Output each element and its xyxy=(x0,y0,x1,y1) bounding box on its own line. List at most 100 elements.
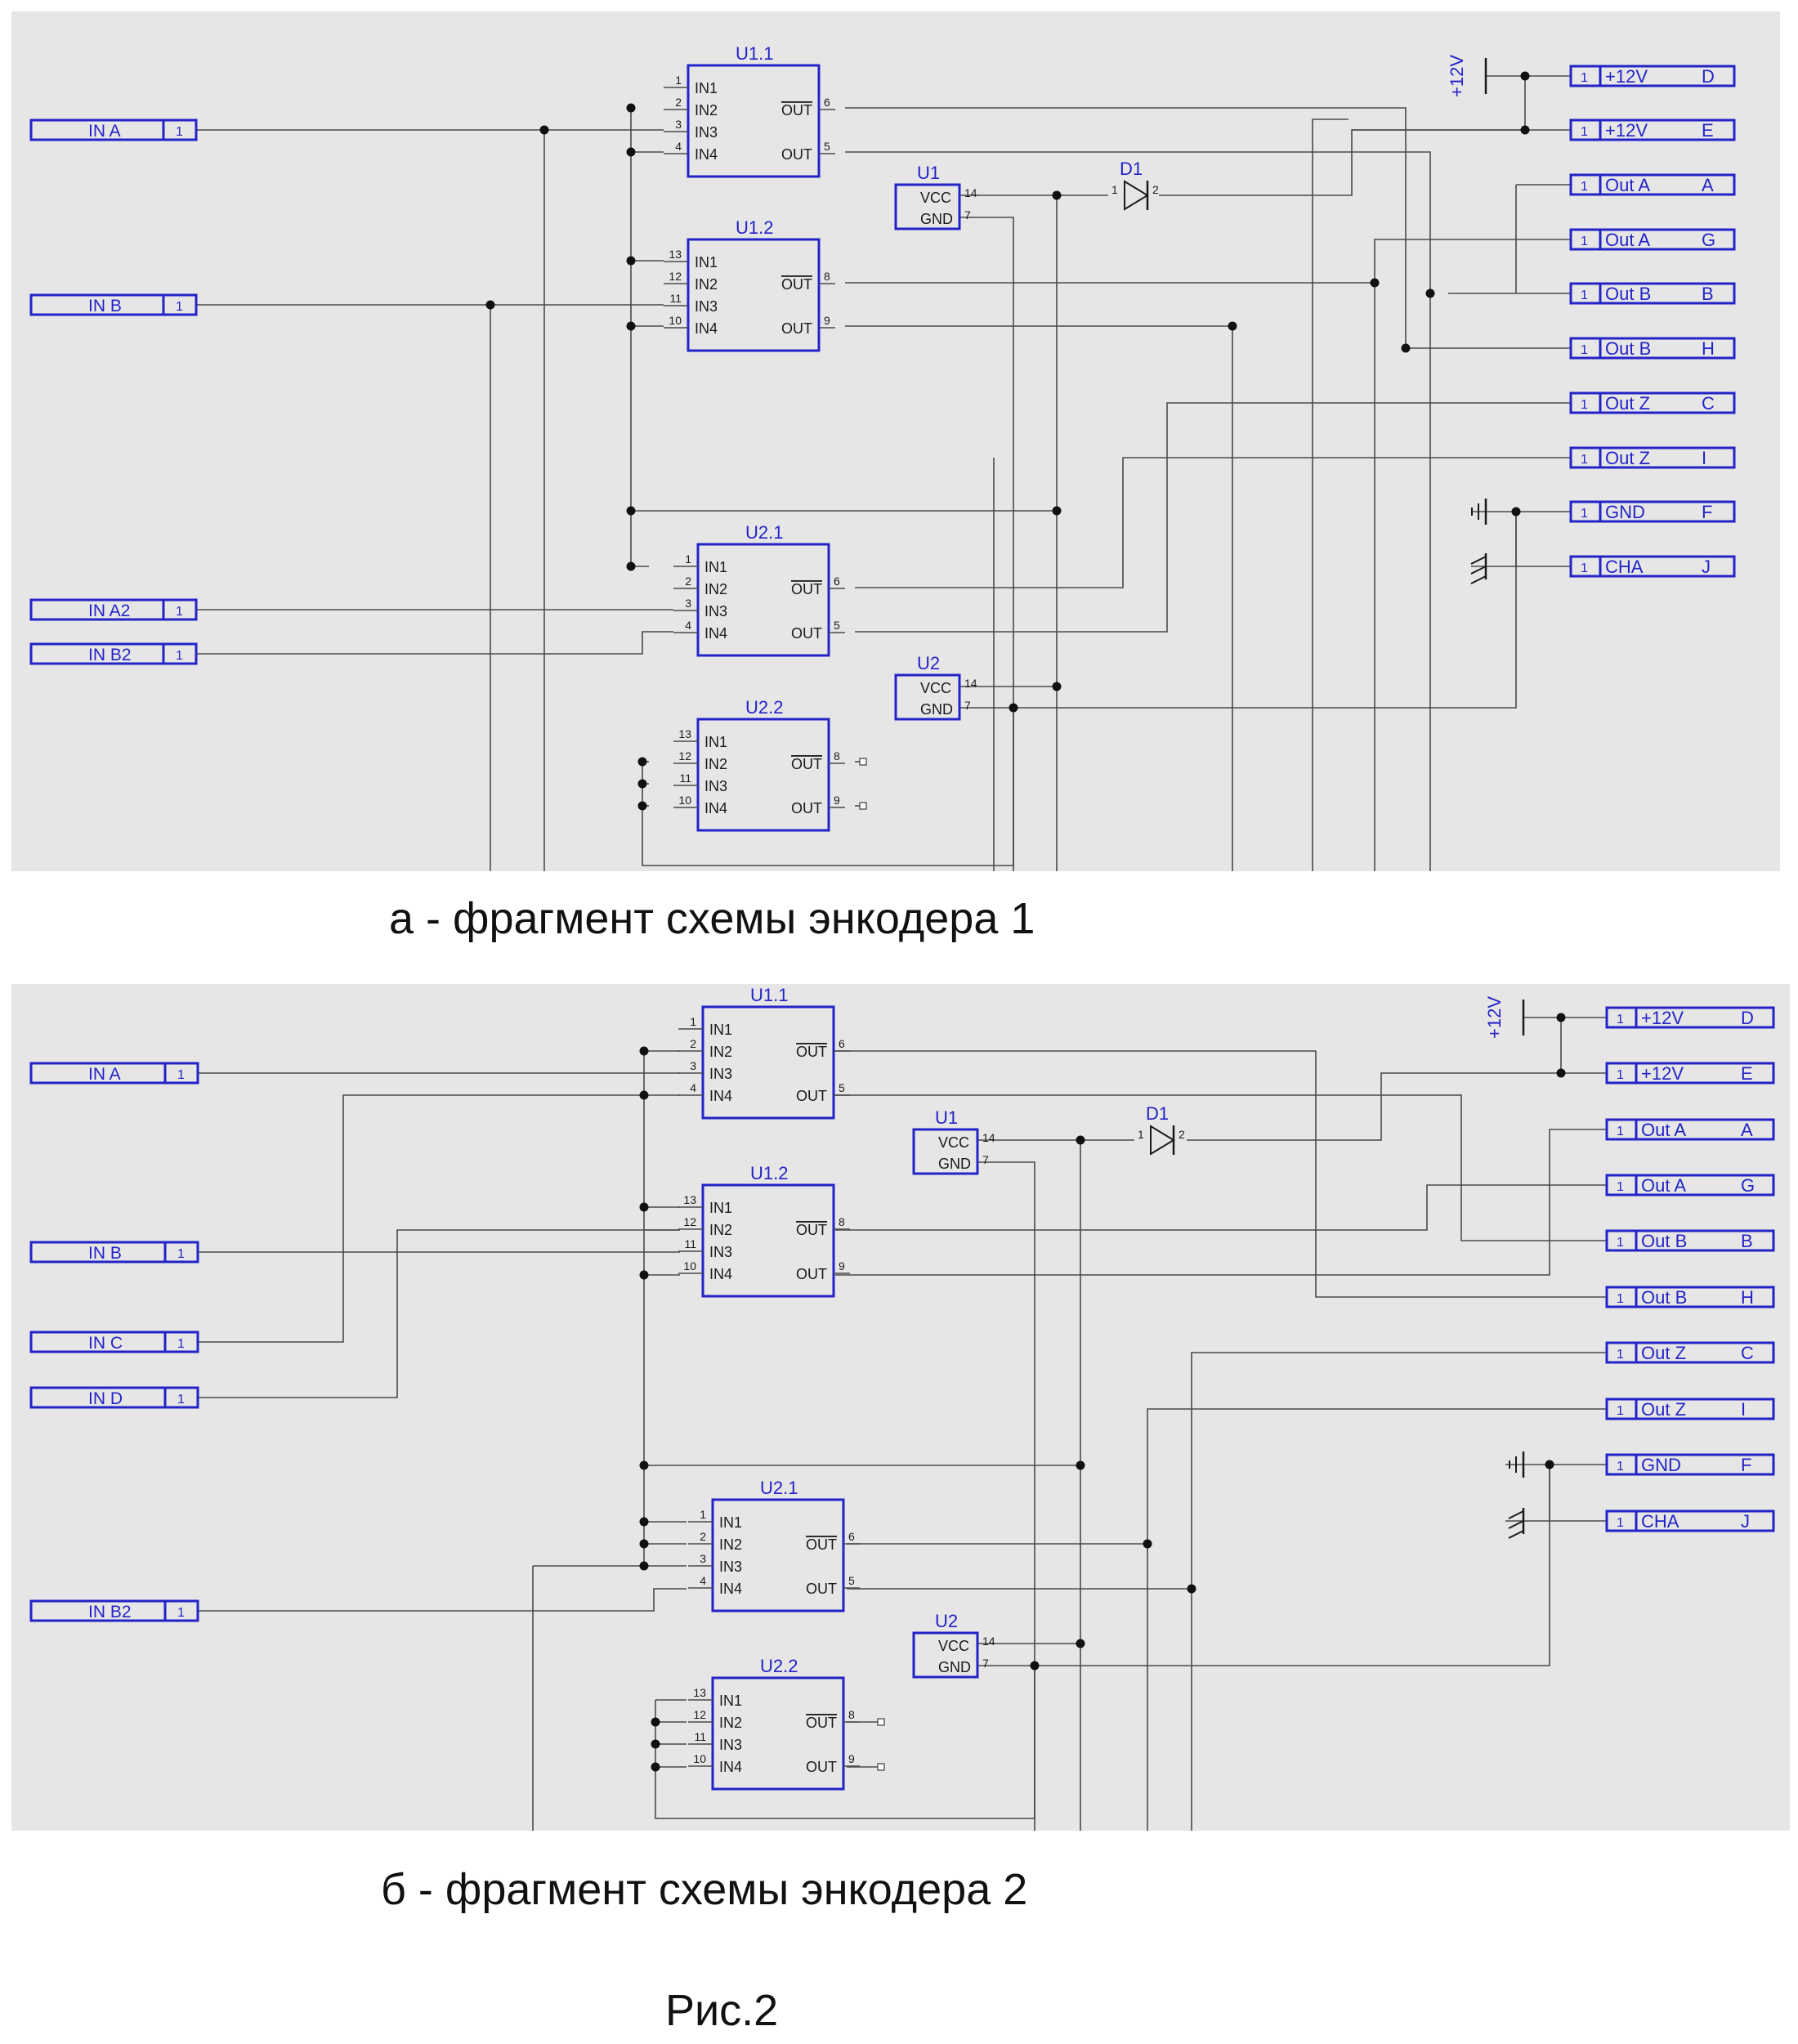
junction-dot xyxy=(651,1739,660,1749)
diode-pin2: 2 xyxy=(1179,1128,1185,1141)
gate-input-label: IN3 xyxy=(695,298,718,315)
gate-input-label: IN1 xyxy=(709,1200,732,1216)
input-pin: 1 xyxy=(177,1337,185,1351)
input-port-box xyxy=(29,119,198,141)
output-label: Out A xyxy=(1641,1120,1686,1140)
gate-pin-number: 13 xyxy=(683,1193,696,1206)
wire xyxy=(198,1094,680,1343)
input-pin: 1 xyxy=(177,1606,185,1620)
junction-dot xyxy=(639,1561,649,1571)
gate-input-label: IN3 xyxy=(719,1737,742,1753)
output-pin: 1 xyxy=(1617,1013,1624,1026)
junction-dot xyxy=(626,321,636,331)
gate-output-label: OUT xyxy=(796,1044,827,1060)
output-letter: E xyxy=(1702,120,1714,141)
output-label: CHA xyxy=(1641,1511,1679,1532)
wire xyxy=(845,151,1431,871)
wire xyxy=(845,107,1571,349)
gate-out-pin-number: 6 xyxy=(848,1530,855,1543)
gate-pin-number: 12 xyxy=(693,1708,706,1721)
gate-pin-number: 3 xyxy=(690,1059,696,1072)
chassis-hatch xyxy=(1508,1520,1524,1529)
gate-output-label: OUT xyxy=(796,1222,827,1238)
output-pin: 1 xyxy=(1617,1348,1624,1362)
gate-out-pin-number: 5 xyxy=(834,619,840,632)
output-letter: B xyxy=(1702,284,1714,304)
gate-ref: U1.1 xyxy=(736,43,773,64)
input-pin: 1 xyxy=(176,125,183,139)
junction-dot xyxy=(651,1762,660,1772)
input-name: IN D xyxy=(88,1389,123,1408)
output-pin: 1 xyxy=(1581,288,1588,302)
gnd-pin-number: 7 xyxy=(964,699,971,712)
gate-pin-number: 11 xyxy=(669,292,682,305)
gate-pin-number: 13 xyxy=(669,248,682,261)
junction-dot xyxy=(639,1046,649,1056)
output-label: Out B xyxy=(1641,1231,1687,1251)
output-port-box xyxy=(1569,119,1736,141)
input-pin: 1 xyxy=(177,1247,185,1261)
gate-input-label: IN1 xyxy=(709,1022,732,1038)
gate-input-label: IN4 xyxy=(695,146,718,163)
gate-pin-number: 10 xyxy=(683,1259,696,1272)
gate-input-label: IN2 xyxy=(709,1044,732,1060)
junction-dot xyxy=(1076,1135,1085,1145)
chassis-hatch xyxy=(1470,575,1487,584)
caption-a: а - фрагмент схемы энкодера 1 xyxy=(389,894,1035,943)
gate-input-label: IN1 xyxy=(704,559,727,575)
gate-pin-number: 3 xyxy=(675,118,682,131)
gate-pin-number: 2 xyxy=(700,1530,706,1543)
power-block-body xyxy=(912,1631,979,1679)
junction-dot xyxy=(626,561,636,571)
gate-input-label: IN2 xyxy=(695,276,718,293)
junction-dot xyxy=(626,256,636,266)
gate-out-pin-number: 6 xyxy=(834,575,840,588)
gate-out-pin-number: 6 xyxy=(839,1037,845,1050)
ground-icon xyxy=(1471,499,1487,525)
gate-pin-number: 12 xyxy=(683,1215,696,1228)
vcc-pin-number: 14 xyxy=(982,1635,995,1648)
gate-out-pin-number: 8 xyxy=(834,749,840,763)
gate-body xyxy=(687,238,821,352)
gate-out-pin-number: 9 xyxy=(834,794,840,807)
input-port-3: IN D 1 xyxy=(29,1386,199,1409)
chassis-hatch xyxy=(1470,556,1487,565)
gate-pin-number: 1 xyxy=(700,1508,706,1521)
output-port-box xyxy=(1569,446,1736,469)
output-pin: 1 xyxy=(1581,507,1588,521)
wire xyxy=(196,631,673,655)
gate-out-pin-number: 8 xyxy=(848,1708,855,1721)
input-pin: 1 xyxy=(177,1393,185,1407)
diode-triangle xyxy=(1124,180,1149,211)
junction-dot xyxy=(637,757,647,767)
wire xyxy=(855,457,1571,588)
power-block-body xyxy=(912,1128,979,1175)
junction-dot xyxy=(539,125,549,135)
input-port-4: IN B2 1 xyxy=(29,1599,199,1622)
output-letter: G xyxy=(1741,1175,1755,1196)
output-pin: 1 xyxy=(1581,398,1588,412)
output-letter: I xyxy=(1702,448,1706,468)
input-name: IN B2 xyxy=(88,1603,132,1621)
wire xyxy=(847,1352,1607,1590)
gate-out-pin-number: 5 xyxy=(848,1574,855,1587)
vcc-label: VCC xyxy=(938,1638,969,1654)
output-label: Out A_ xyxy=(1605,230,1661,250)
input-port-box xyxy=(29,1599,199,1622)
gate-input-label: IN2 xyxy=(695,102,718,119)
no-connect-pin xyxy=(859,758,867,766)
gate-pin-number: 4 xyxy=(675,140,682,153)
no-connect-pin xyxy=(877,1718,885,1726)
gate-input-label: IN1 xyxy=(695,80,718,96)
